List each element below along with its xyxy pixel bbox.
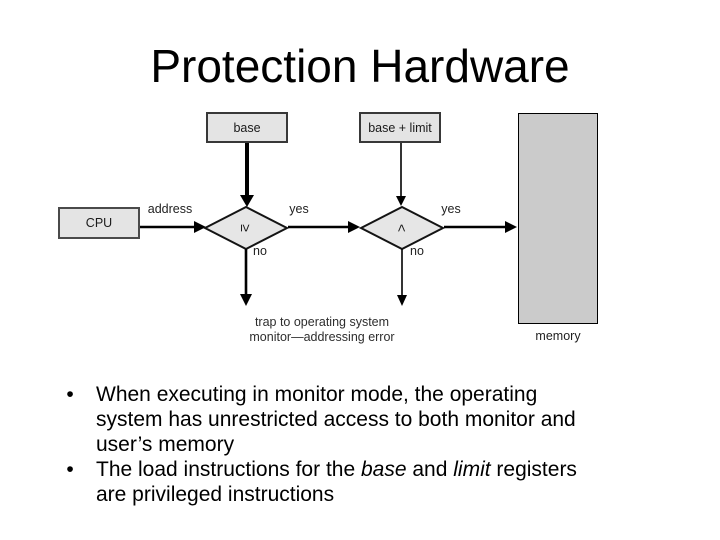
base-limit-drop-arrowhead [396,196,406,206]
no1-arrowhead [240,294,252,306]
trap-caption: trap to operating system monitor—address… [232,315,412,345]
bullet2-line1-pre: The load instructions for the [96,458,361,481]
cpu-address-arrowhead [194,221,206,233]
lt-decision-diamond [358,205,446,251]
no2-arrowhead [397,295,407,306]
bullet-item-2: • The load instructions for the base and… [60,457,666,507]
memory-box [518,113,598,324]
ge-decision-diamond [202,205,290,251]
base-register-label: base [233,120,261,135]
base-limit-register-box: base + limit [359,112,441,143]
trap-caption-line1: trap to operating system [254,315,390,329]
bullet2-line1-post: registers [490,458,577,481]
yes-label-1: yes [289,202,309,216]
base-drop-arrowhead [240,195,254,207]
trap-caption-line2: monitor—addressing error [249,330,395,344]
address-label: address [147,202,193,216]
bullet2-line2: are privileged instructions [96,483,335,506]
bullet-list: • When executing in monitor mode, the op… [60,382,666,507]
bullet2-line1: The load instructions for the base and l… [96,457,666,482]
memory-label: memory [535,329,581,343]
bullet1-line3: user’s memory [96,433,235,456]
yes2-arrowhead [505,221,517,233]
page-title: Protection Hardware [150,40,570,92]
ge-symbol: ≥ [238,224,254,232]
yes1-arrowhead [348,221,360,233]
bullet2-base-word: base [360,458,407,481]
yes-label-2: yes [441,202,461,216]
bullet-item-1: • When executing in monitor mode, the op… [60,382,666,457]
no-label-1: no [253,244,267,258]
bullet-marker: • [66,383,74,406]
cpu-box: CPU [58,207,140,239]
bullet1-line1: When executing in monitor mode, the oper… [96,383,538,406]
base-register-box: base [206,112,288,143]
lt-symbol: < [394,224,410,232]
cpu-label: CPU [85,216,113,230]
no-label-2: no [410,244,424,258]
bullet1-line2: system has unrestricted access to both m… [96,408,576,431]
base-limit-register-label: base + limit [368,120,432,135]
bullet2-line1-mid: and [406,458,454,481]
bullet2-limit-word: limit [453,458,491,481]
bullet-marker: • [66,458,74,481]
